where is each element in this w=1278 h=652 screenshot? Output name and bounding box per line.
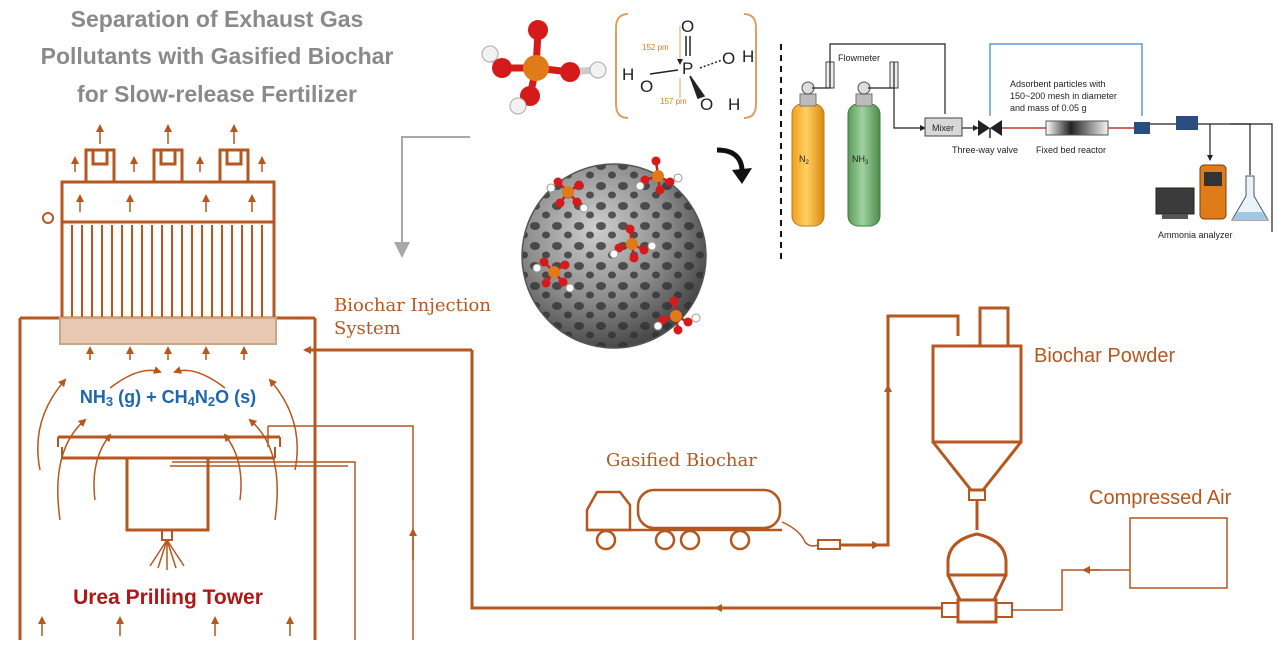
formula-phosphorus: P (682, 59, 693, 78)
molecule-small-3 (609, 224, 657, 263)
adsorbent-line-3: and mass of 0.05 g (1010, 103, 1087, 113)
gasified-biochar-label: Gasified Biochar (606, 450, 757, 471)
oxygen-atom (528, 20, 548, 40)
filter-bags (71, 225, 263, 318)
phosphorus-atom (523, 55, 549, 81)
adsorbed-molecules (532, 156, 701, 335)
molecule-small-1 (546, 177, 589, 213)
nh3-cylinder (847, 103, 881, 227)
reactor-label: Fixed bed reactor (1036, 145, 1106, 155)
title-line-2: Pollutants with Gasified Biochar (41, 43, 394, 69)
valve-label: Three-way valve (952, 145, 1018, 155)
molecule-small-4 (532, 257, 575, 293)
oxygen-atom (560, 62, 580, 82)
flowmeter-label: Flowmeter (838, 53, 880, 63)
adsorbent-line-1: Adsorbent particles with (1010, 79, 1106, 89)
flow-arrows-bottom (38, 616, 294, 636)
formula-oxygen: O (722, 49, 735, 68)
gas-flow-curves (37, 366, 298, 521)
filter-hood (60, 180, 276, 224)
connector (1134, 122, 1150, 134)
formula-oxygen: O (681, 17, 694, 36)
curved-arrow-head (732, 168, 752, 184)
mixer (924, 117, 963, 137)
injection-label-line-2: System (334, 318, 401, 339)
urea-prilling-tower (18, 124, 317, 640)
analyzer-label: Ammonia analyzer (1158, 230, 1233, 240)
computer-monitor (1155, 187, 1195, 215)
oxygen-atom (520, 86, 540, 106)
title-line-1: Separation of Exhaust Gas (71, 6, 364, 32)
n2-label: N2 (799, 154, 810, 166)
prill-spray (149, 539, 185, 570)
title-line-3: for Slow-release Fertilizer (77, 81, 357, 107)
molecule-small-5 (653, 296, 701, 335)
injection-label-line-1: Biochar Injection (334, 295, 491, 316)
flow-arrows-top (71, 124, 266, 360)
biochar-truck (585, 488, 841, 551)
experimental-setup: N2 NH3 Flowmeter Mixer Adsorbent (791, 43, 1273, 240)
hydrogen-atom (589, 61, 607, 79)
nh3-label: NH3 (852, 154, 869, 166)
biochar-powder-label: Biochar Powder (1034, 345, 1176, 367)
structural-formula: O P H O O H O H 152 pm 157 pm (615, 13, 757, 119)
recycle-lines (170, 425, 417, 640)
filter-unit (1176, 116, 1198, 130)
prilling-bucket (125, 458, 210, 532)
molecule-small-2 (635, 156, 683, 195)
fixed-bed-reactor (1045, 120, 1109, 136)
compressed-air-label: Compressed Air (1089, 487, 1232, 509)
bond-length-1: 152 pm (642, 43, 669, 52)
bypass-line (989, 43, 1143, 116)
formula-hydrogen: H (728, 95, 740, 114)
bond-length-2: 157 pm (660, 97, 687, 106)
filter-port (42, 212, 54, 224)
compressed-air-unit (1012, 517, 1228, 611)
pneumatic-line (840, 314, 960, 549)
mixer-label: Mixer (932, 123, 954, 133)
formula-oxygen: O (700, 95, 713, 114)
adsorbent-line-2: 150~200 mesh in diameter (1010, 91, 1117, 101)
reaction-equation: NH3 (g) + CH4N2O (s) (80, 387, 256, 409)
gray-connector-arrow (394, 136, 470, 258)
formula-oxygen: O (640, 77, 653, 96)
biochar-injection-label: Biochar Injection System (334, 295, 491, 339)
exhaust-stacks (84, 148, 250, 182)
ball-stick-molecule (481, 20, 607, 115)
adsorbent-note: Adsorbent particles with 150~200 mesh in… (1010, 79, 1117, 113)
oxygen-atom (492, 58, 512, 78)
hydrogen-atom (509, 97, 527, 115)
title-block: Separation of Exhaust Gas Pollutants wit… (41, 6, 394, 107)
biochar-injection-pipe (303, 346, 942, 612)
hydrogen-atom (481, 45, 499, 63)
formula-hydrogen: H (622, 65, 634, 84)
filter-bottom-band (59, 317, 277, 345)
biochar-powder-hopper (931, 306, 1023, 624)
tower-label: Urea Prilling Tower (73, 586, 263, 609)
formula-hydrogen: H (742, 47, 754, 66)
